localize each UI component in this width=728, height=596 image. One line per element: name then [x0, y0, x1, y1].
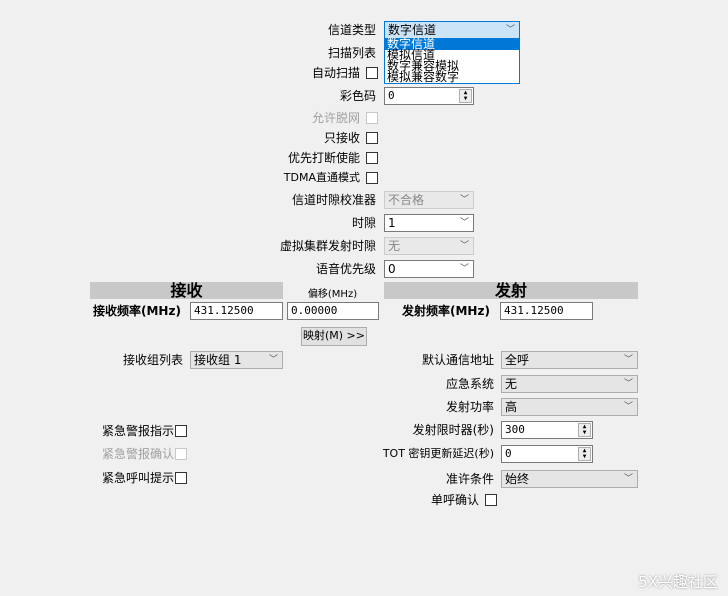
channel-type-value: 数字信道: [388, 23, 437, 37]
tot-value: 300: [505, 423, 525, 436]
tx-header: 发射: [384, 282, 638, 299]
color-code-label: 彩色码: [339, 89, 376, 103]
spin-arrows-icon[interactable]: ▲▼: [578, 447, 591, 461]
auto-scan-label: 自动扫描: [311, 66, 360, 80]
priority-interrupt-label: 优先打断使能: [287, 151, 360, 165]
slot-calibrator-value: 不合格: [388, 193, 425, 207]
emergency-call-prompt-label: 紧急呼叫提示: [102, 471, 175, 485]
rx-group-list-value: 接收组 1: [194, 353, 242, 367]
emergency-system-select[interactable]: 无﹀: [501, 375, 638, 393]
tot-rekey-value: 0: [505, 447, 512, 460]
chevron-down-icon: ﹀: [505, 25, 515, 35]
chevron-down-icon: ﹀: [623, 379, 633, 389]
chevron-down-icon: ﹀: [623, 474, 633, 484]
tot-label: 发射限时器(秒): [412, 423, 494, 437]
emergency-alarm-ack-label: 紧急警报确认: [102, 447, 175, 461]
chevron-down-icon: ﹀: [623, 402, 633, 412]
slot-calibrator-label: 信道时隙校准器: [291, 193, 376, 207]
color-code-spinbox[interactable]: 0 ▲▼: [384, 87, 474, 105]
channel-type-dropdown[interactable]: 数字信道 模拟信道 数字兼容模拟 模拟兼容数字: [384, 38, 520, 84]
watermark: 5X兴趣社区: [638, 573, 718, 591]
tot-spinbox[interactable]: 300 ▲▼: [501, 421, 593, 439]
tdma-direct-label: TDMA直通模式: [283, 171, 360, 184]
rx-header: 接收: [90, 282, 283, 299]
allow-talkaround-label: 允许脱网: [311, 111, 360, 125]
emergency-alarm-indication-label: 紧急警报指示: [102, 424, 175, 438]
rx-only-checkbox[interactable]: [366, 132, 378, 144]
emergency-call-prompt-checkbox[interactable]: [175, 472, 187, 484]
chevron-down-icon: ﹀: [459, 241, 469, 251]
rx-group-list-select[interactable]: 接收组 1 ﹀: [190, 351, 283, 369]
offset-label: 偏移(MHz): [307, 289, 358, 300]
offset-input[interactable]: 0.00000: [287, 302, 379, 320]
emergency-alarm-ack-checkbox: [175, 448, 187, 460]
tx-power-value: 高: [505, 400, 518, 414]
dropdown-option[interactable]: 数字信道: [385, 38, 519, 50]
voice-priority-value: 0: [388, 262, 396, 276]
priority-interrupt-checkbox[interactable]: [366, 152, 378, 164]
admit-criteria-value: 始终: [505, 472, 530, 486]
slot-select[interactable]: 1﹀: [384, 214, 474, 232]
rx-only-label: 只接收: [323, 131, 360, 145]
default-address-label: 默认通信地址: [421, 353, 494, 367]
chevron-down-icon: ﹀: [459, 195, 469, 205]
tx-power-label: 发射功率: [445, 400, 494, 414]
virtual-cluster-label: 虚拟集群发射时隙: [279, 239, 376, 253]
spin-arrows-icon[interactable]: ▲▼: [578, 423, 591, 437]
voice-priority-select[interactable]: 0﹀: [384, 260, 474, 278]
chevron-down-icon: ﹀: [459, 218, 469, 228]
chevron-down-icon: ﹀: [268, 355, 278, 365]
default-address-value: 全呼: [505, 353, 530, 367]
slot-value: 1: [388, 216, 396, 230]
slot-label: 时隙: [351, 216, 376, 230]
chevron-down-icon: ﹀: [623, 355, 633, 365]
rx-freq-input[interactable]: 431.12500: [190, 302, 283, 320]
rx-freq-label: 接收频率(MHz): [93, 304, 181, 318]
tot-rekey-label: TOT 密钥更新延迟(秒): [382, 447, 494, 460]
emergency-system-value: 无: [505, 377, 518, 391]
virtual-cluster-value: 无: [388, 239, 401, 253]
admit-criteria-select[interactable]: 始终 ﹀: [501, 470, 638, 488]
voice-priority-label: 语音优先级: [315, 262, 376, 276]
tx-freq-input[interactable]: 431.12500: [500, 302, 593, 320]
virtual-cluster-select: 无﹀: [384, 237, 474, 255]
spin-arrows-icon[interactable]: ▲▼: [459, 89, 472, 103]
private-call-confirm-checkbox[interactable]: [485, 494, 497, 506]
dropdown-option[interactable]: 模拟信道: [387, 48, 436, 62]
tx-freq-label: 发射频率(MHz): [402, 304, 490, 318]
scan-list-label: 扫描列表: [327, 46, 376, 60]
default-address-select[interactable]: 全呼 ﹀: [501, 351, 638, 369]
chevron-down-icon: ﹀: [459, 264, 469, 274]
allow-talkaround-checkbox: [366, 112, 378, 124]
admit-criteria-label: 准许条件: [445, 472, 494, 486]
dropdown-option[interactable]: 模拟兼容数字: [387, 70, 460, 84]
slot-calibrator-select: 不合格 ﹀: [384, 191, 474, 209]
emergency-system-label: 应急系统: [445, 377, 494, 391]
rx-group-list-label: 接收组列表: [122, 353, 183, 367]
emergency-alarm-indication-checkbox[interactable]: [175, 425, 187, 437]
channel-type-label: 信道类型: [327, 23, 376, 37]
private-call-confirm-label: 单呼确认: [430, 493, 479, 507]
tx-power-select[interactable]: 高﹀: [501, 398, 638, 416]
tdma-direct-checkbox[interactable]: [366, 172, 378, 184]
dropdown-option[interactable]: 数字兼容模拟: [387, 59, 460, 73]
tot-rekey-spinbox[interactable]: 0 ▲▼: [501, 445, 593, 463]
auto-scan-checkbox[interactable]: [366, 67, 378, 79]
map-button[interactable]: 映射(M) >>: [301, 327, 367, 346]
color-code-value: 0: [388, 89, 395, 102]
